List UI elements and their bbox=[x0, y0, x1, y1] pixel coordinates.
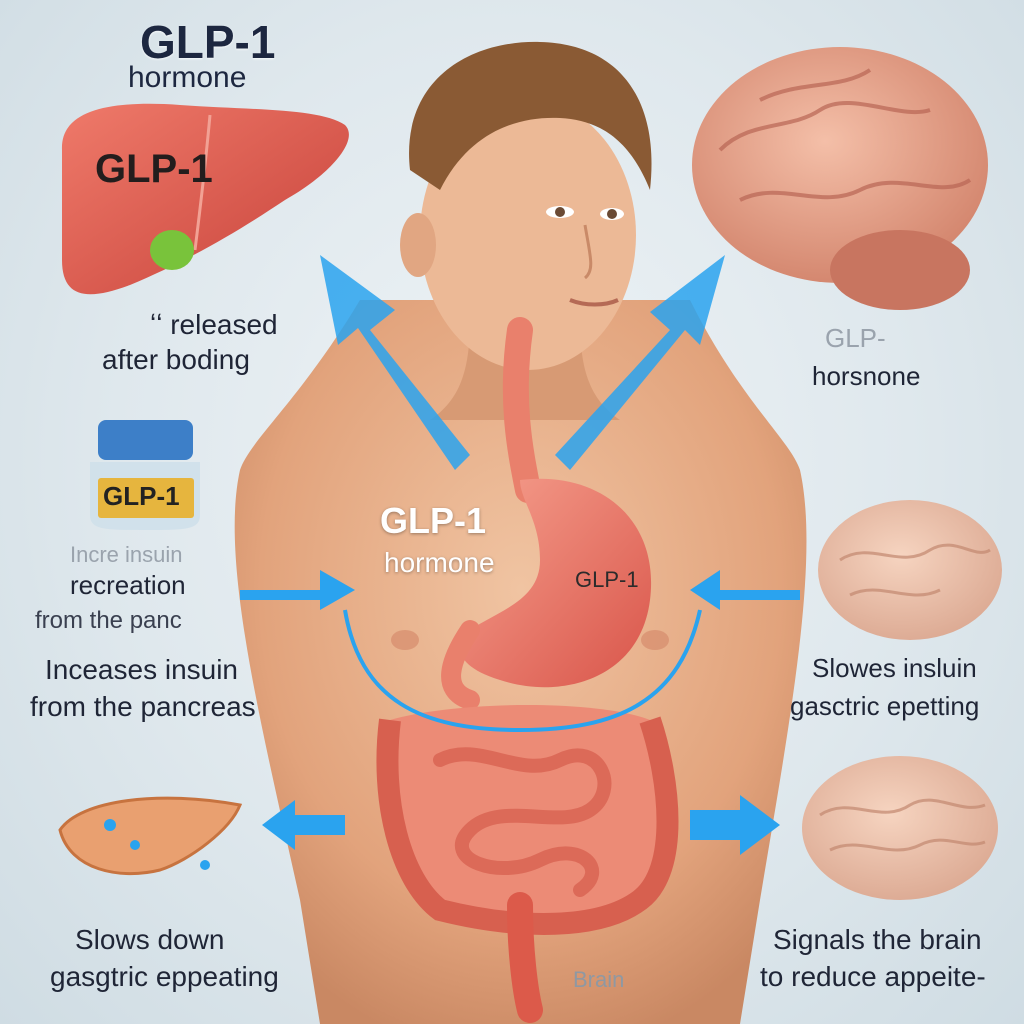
arrow-left-mid bbox=[690, 570, 800, 610]
mid-left-line1: Inceases insuin bbox=[45, 654, 239, 685]
mid-left-faded-line2: recreation bbox=[70, 570, 186, 600]
arrow-right-mid bbox=[240, 570, 355, 610]
brain-small-illustration bbox=[818, 500, 1002, 640]
bottom-left-line1: Slows down bbox=[75, 924, 225, 955]
bottom-right-line1: Signals the brain bbox=[773, 924, 982, 955]
curved-link bbox=[343, 609, 702, 733]
mid-left-faded-line3: from the panc bbox=[35, 607, 182, 634]
top-left-line1: ʻʻ released bbox=[150, 309, 278, 340]
mid-left-faded-line1: Incre insuin bbox=[70, 542, 183, 567]
top-right-line2: horsnone bbox=[812, 361, 921, 391]
top-right-line1: GLP- bbox=[825, 323, 886, 353]
pancreas-illustration bbox=[58, 796, 243, 876]
chest-line2: hormone bbox=[384, 547, 495, 578]
title-main: GLP-1 bbox=[140, 16, 276, 68]
liver-illustration bbox=[61, 103, 349, 295]
mid-right-line1: Slowes insluin bbox=[812, 653, 977, 683]
top-left-line2: after boding bbox=[102, 344, 250, 375]
brain-illustration bbox=[692, 47, 988, 310]
mid-left-line2: from the pancreas bbox=[30, 691, 256, 722]
mid-right-line2: gasctric epetting bbox=[790, 691, 980, 721]
chest-line1: GLP-1 bbox=[380, 500, 487, 541]
arrow-right-bottom bbox=[690, 795, 780, 855]
jar-illustration bbox=[90, 420, 200, 530]
bottom-left-line2: gasgtric eppeating bbox=[50, 961, 279, 992]
title-sub: hormone bbox=[128, 61, 247, 94]
jar-label: GLP-1 bbox=[103, 481, 180, 511]
arrow-left-bottom bbox=[262, 800, 345, 850]
liver-badge: GLP-1 bbox=[95, 147, 213, 191]
arrow-up-right bbox=[555, 255, 725, 470]
intestines-illustration bbox=[376, 705, 679, 1023]
bottom-right-line2: to reduce appeite- bbox=[760, 961, 986, 992]
arrows bbox=[240, 255, 800, 855]
brain-lower-illustration bbox=[802, 756, 998, 900]
head-illustration bbox=[400, 41, 652, 370]
arrow-up-left bbox=[320, 255, 470, 470]
stomach-illustration bbox=[441, 317, 652, 710]
bottom-center-label: Brain bbox=[573, 967, 625, 992]
stomach-label: GLP-1 bbox=[575, 567, 639, 592]
